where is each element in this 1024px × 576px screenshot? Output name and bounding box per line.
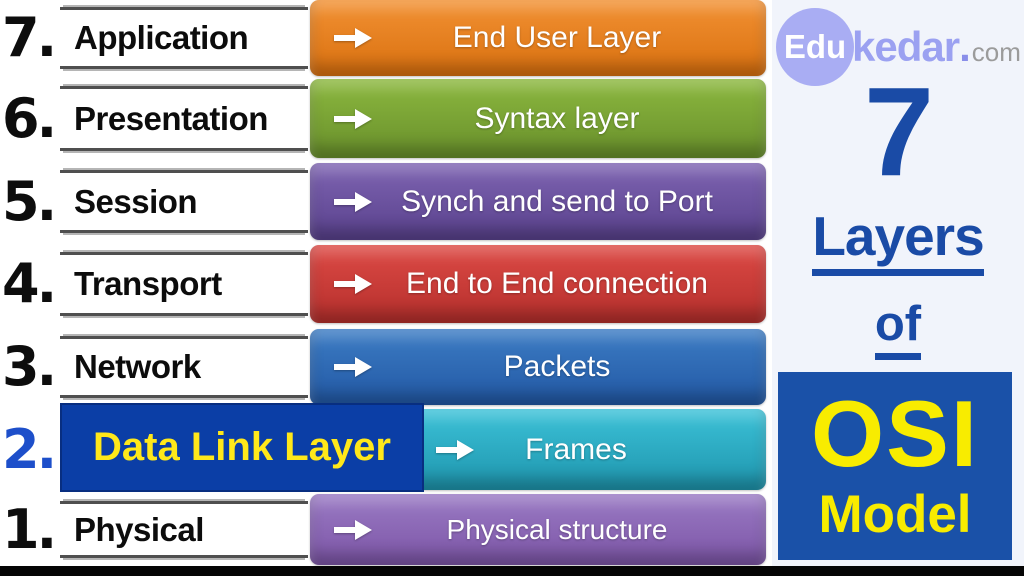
layer-name-box: Presentation	[60, 86, 308, 151]
layer-bar: Synch and send to Port	[310, 163, 766, 240]
osi-model-box: OSI Model	[778, 372, 1012, 560]
arrow-icon	[436, 439, 476, 461]
layer-description: Frames	[525, 432, 627, 466]
layer-name: Data Link Layer	[93, 425, 391, 469]
arrow-icon	[334, 108, 374, 130]
layer-name: Session	[74, 182, 198, 220]
layer-name: Network	[74, 348, 201, 385]
brand-panel: Edu kedar.com 7 Layers of OSI Model	[772, 0, 1024, 566]
data-link-highlight-box: Data Link Layer	[60, 403, 424, 492]
layer-name-box: Transport	[60, 252, 308, 316]
layer-row-network: 3. Network Packets	[0, 329, 772, 405]
layer-row-application: 7. Application End User Layer	[0, 0, 772, 76]
arrow-icon	[334, 27, 374, 49]
layer-name: Physical	[74, 510, 204, 548]
layer-name: Transport	[74, 265, 222, 302]
layer-row-data-link: 2. Data Link Layer Frames	[0, 403, 772, 492]
layer-name-box: Application	[60, 7, 308, 69]
layer-description: End to End connection	[406, 267, 708, 300]
layer-name: Application	[74, 19, 249, 56]
edukedar-logo: Edu kedar.com	[776, 4, 1022, 90]
title-of-text: of	[874, 298, 922, 361]
logo-circle-text: Edu	[783, 28, 847, 65]
layer-number: 3.	[2, 335, 57, 398]
model-text: Model	[818, 485, 972, 545]
arrow-icon	[334, 519, 374, 541]
layer-description: End User Layer	[452, 21, 662, 54]
osi-text: OSI	[811, 381, 979, 487]
logo-dot: .	[959, 23, 971, 70]
layer-name: Presentation	[74, 99, 268, 137]
layer-bar: Syntax layer	[310, 79, 766, 158]
layer-description: Physical structure	[446, 513, 668, 545]
logo-tld: com	[971, 37, 1021, 67]
logo-circle: Edu	[776, 8, 854, 86]
arrow-icon	[334, 273, 374, 295]
layer-name-box: Network	[60, 336, 308, 398]
layer-bar: End User Layer	[310, 0, 766, 76]
layer-name-box: Session	[60, 170, 308, 233]
layer-description: Packets	[503, 350, 611, 383]
title-of: of	[772, 296, 1024, 361]
layer-bar: End to End connection	[310, 245, 766, 323]
layer-number: 6.	[2, 86, 57, 150]
big-number-seven: 7	[863, 61, 934, 202]
logo-name: kedar	[852, 23, 960, 70]
bottom-black-strip	[0, 566, 1024, 576]
layer-description: Synch and send to Port	[401, 184, 713, 218]
arrow-icon	[334, 191, 374, 213]
layer-number: 2.	[2, 417, 57, 481]
layer-number: 7.	[2, 6, 57, 69]
layer-number: 1.	[2, 497, 57, 561]
title-layers: Layers	[772, 204, 1024, 276]
layer-row-transport: 4. Transport End to End connection	[0, 245, 772, 323]
layer-row-presentation: 6. Presentation Syntax layer	[0, 79, 772, 158]
arrow-icon	[334, 356, 374, 378]
title-layers-text: Layers	[812, 207, 985, 276]
layer-row-physical: 1. Physical Physical structure	[0, 494, 772, 565]
layer-number: 5.	[2, 169, 57, 233]
layer-bar: Packets	[310, 329, 766, 405]
logo-wordmark: kedar.com	[852, 23, 1021, 71]
layer-name-box: Physical	[60, 501, 308, 558]
layer-number: 4.	[2, 252, 57, 315]
layer-row-session: 5. Session Synch and send to Port	[0, 163, 772, 240]
layer-description: Syntax layer	[474, 101, 640, 135]
layer-bar: Physical structure	[310, 494, 766, 565]
